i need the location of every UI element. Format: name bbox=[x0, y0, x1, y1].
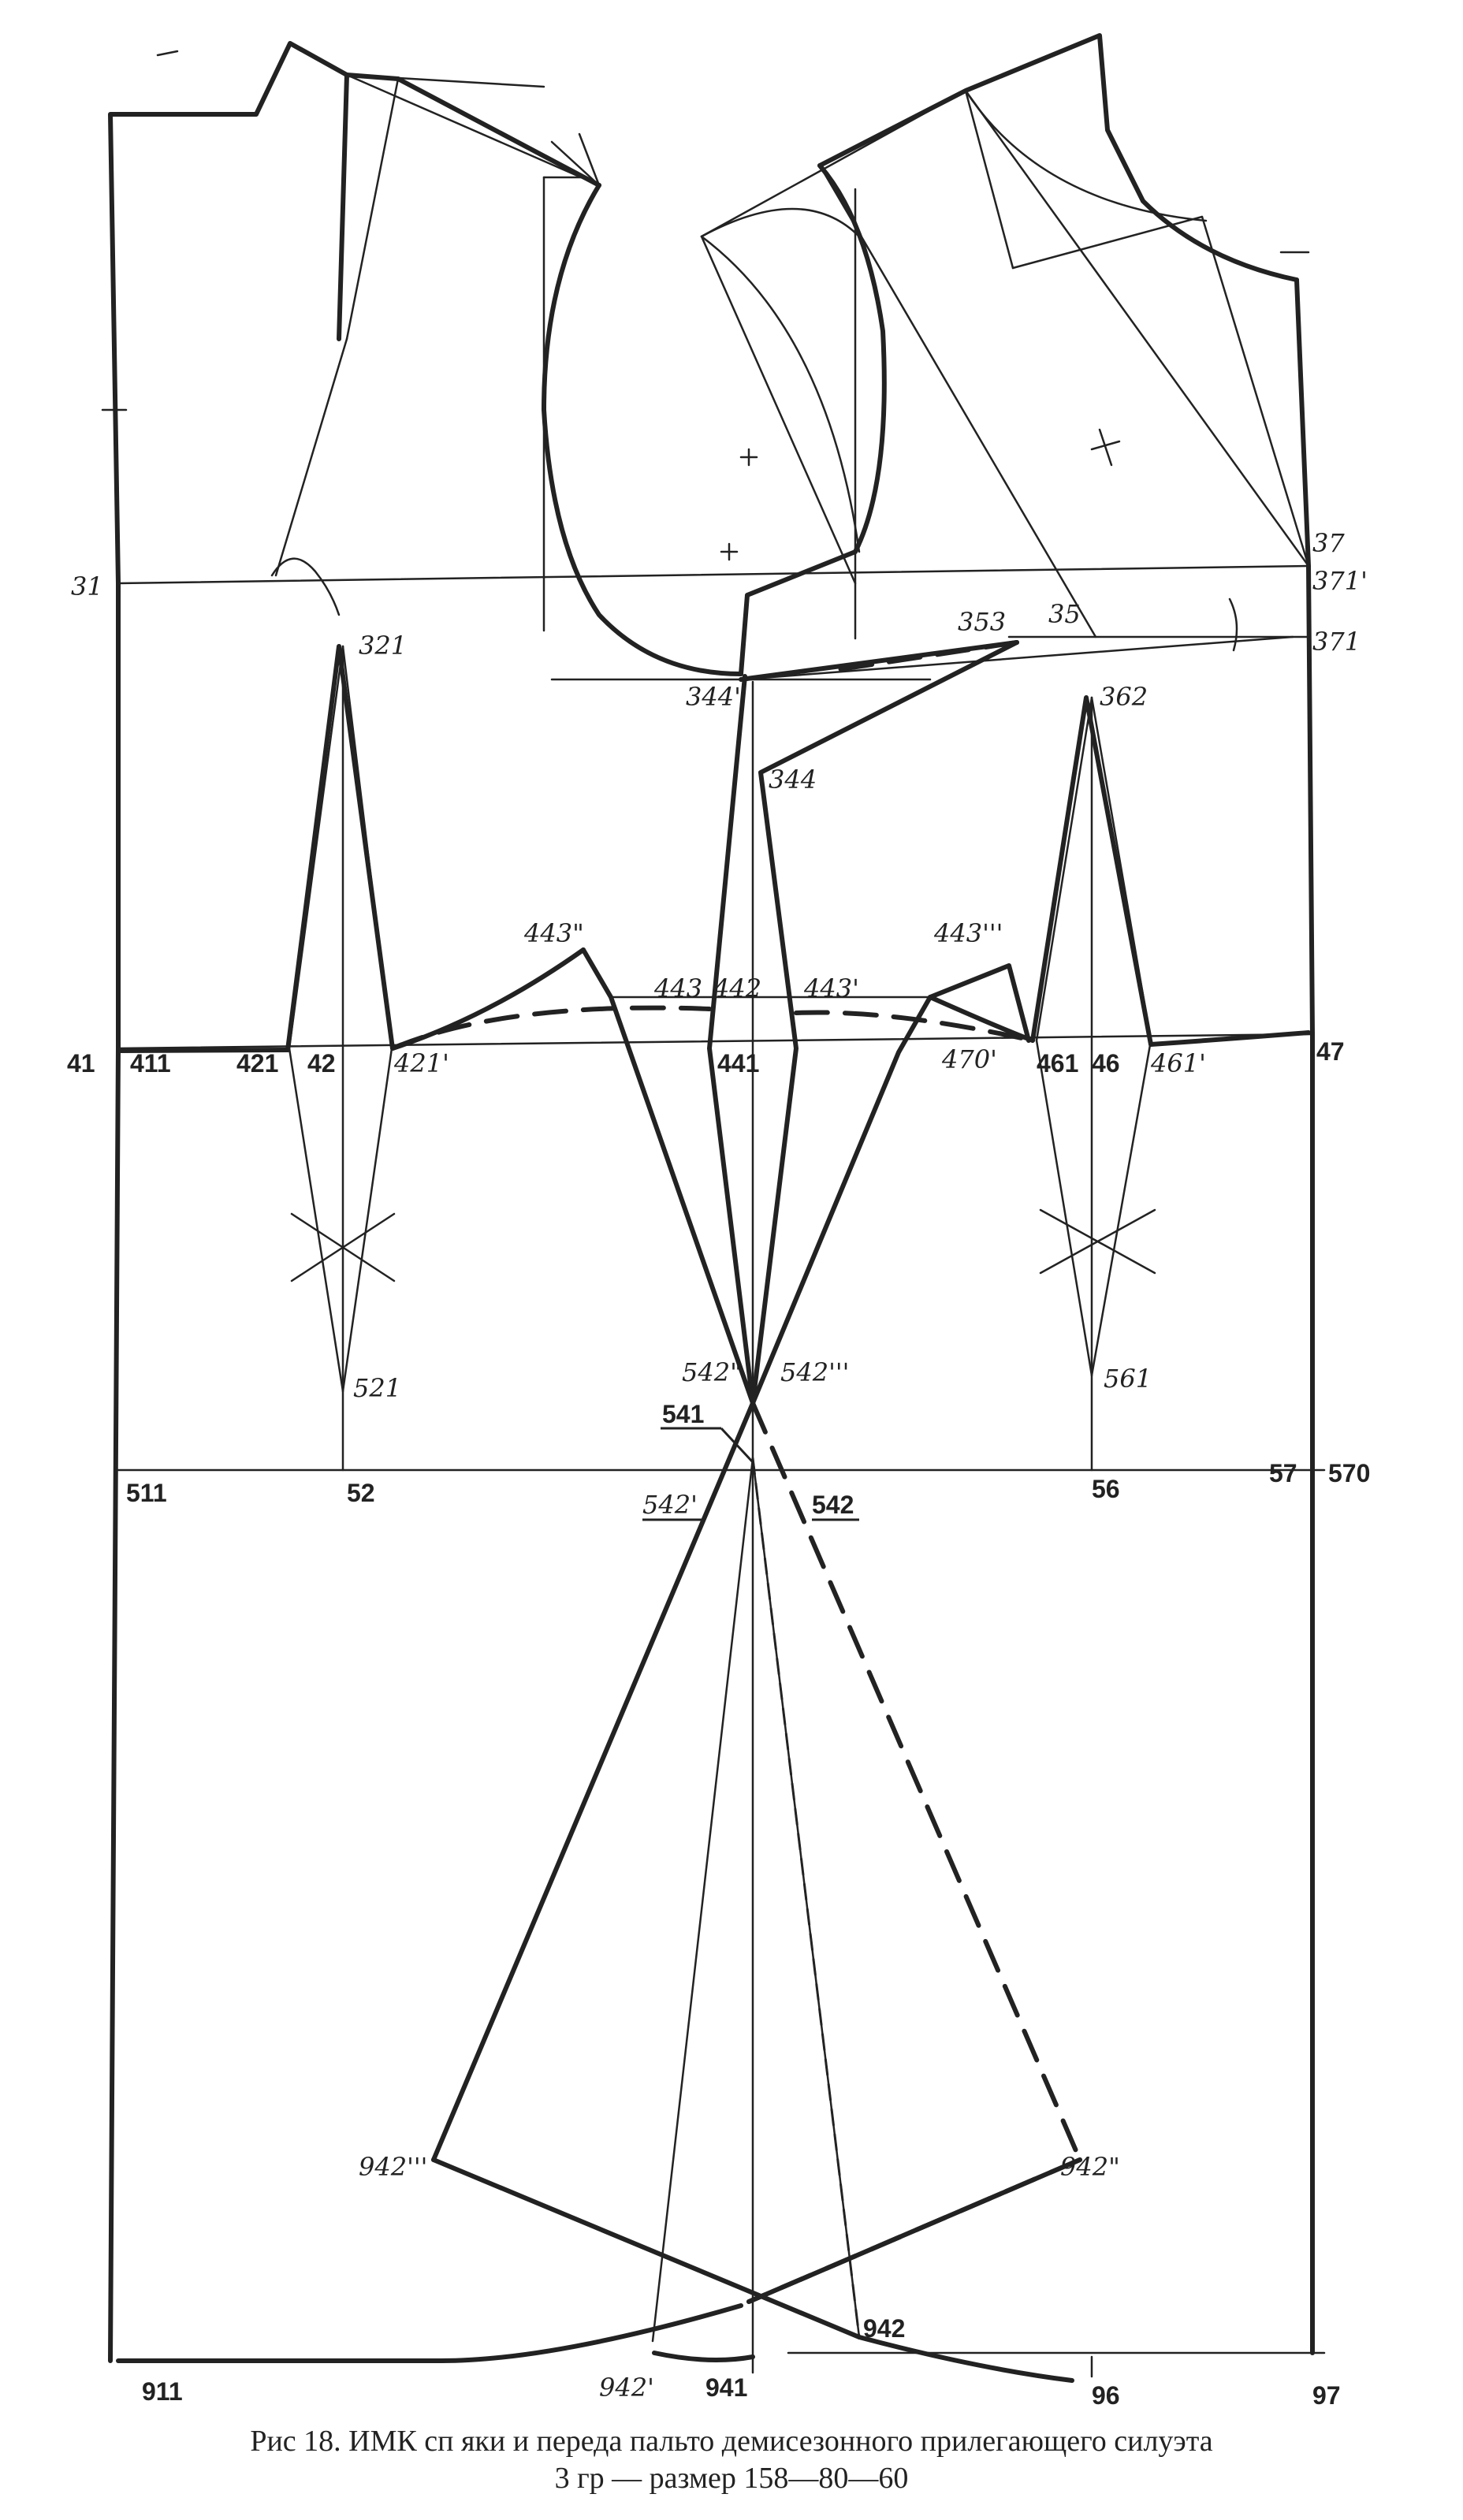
label-362: 362 bbox=[1100, 682, 1148, 712]
label-942ppp: 942''' bbox=[359, 2152, 427, 2182]
label-52: 52 bbox=[347, 1479, 375, 1507]
label-941: 941 bbox=[705, 2373, 747, 2402]
label-371: 371 bbox=[1312, 627, 1361, 657]
label-911: 911 bbox=[142, 2377, 183, 2406]
label-35: 35 bbox=[1048, 599, 1081, 629]
label-570: 570 bbox=[1328, 1459, 1370, 1487]
label-542p: 542' bbox=[642, 1490, 698, 1520]
label-411: 411 bbox=[130, 1049, 171, 1078]
label-461p: 461' bbox=[1150, 1048, 1206, 1078]
label-542ppp: 542''' bbox=[780, 1357, 849, 1387]
label-344: 344 bbox=[769, 765, 817, 795]
label-42: 42 bbox=[307, 1049, 336, 1078]
label-421p: 421' bbox=[393, 1048, 449, 1078]
label-421: 421 bbox=[236, 1049, 278, 1078]
label-443p: 443' bbox=[803, 973, 859, 1003]
label-353: 353 bbox=[958, 607, 1006, 637]
label-942pp: 942" bbox=[1060, 2152, 1120, 2182]
label-321: 321 bbox=[359, 631, 407, 661]
label-46: 46 bbox=[1092, 1049, 1120, 1078]
label-31: 31 bbox=[71, 571, 103, 601]
armhole-curve bbox=[542, 183, 743, 676]
label-541: 541 bbox=[662, 1400, 704, 1428]
label-511: 511 bbox=[126, 1479, 167, 1507]
label-942: 942 bbox=[863, 2314, 905, 2343]
label-41: 41 bbox=[67, 1049, 95, 1078]
label-521: 521 bbox=[353, 1373, 401, 1403]
label-542pp: 542" bbox=[682, 1357, 742, 1387]
pattern-outline bbox=[108, 33, 1315, 2383]
label-461: 461 bbox=[1037, 1049, 1078, 1078]
construction-lines bbox=[117, 73, 1326, 2374]
label-443pp: 443" bbox=[523, 918, 584, 948]
label-942p: 942' bbox=[599, 2373, 654, 2403]
figure-caption-size: 3 гр — размер 158—80—60 bbox=[554, 2462, 909, 2495]
label-97: 97 bbox=[1312, 2381, 1341, 2410]
label-56: 56 bbox=[1092, 1475, 1120, 1503]
label-470p: 470' bbox=[941, 1044, 997, 1074]
back-center-line bbox=[108, 41, 349, 2363]
figure-caption: Рис 18. ИМК сп яки и переда пальто демис… bbox=[250, 2425, 1213, 2458]
point-labels: 31 37 371' 371 321 353 35 344' 344 362 4… bbox=[67, 528, 1370, 2410]
label-561: 561 bbox=[1104, 1364, 1152, 1394]
dashed-lines bbox=[390, 640, 1082, 2304]
chest-line bbox=[117, 564, 1310, 585]
label-542: 542 bbox=[812, 1491, 854, 1519]
label-371p: 371' bbox=[1312, 566, 1368, 596]
label-344p: 344' bbox=[686, 682, 741, 712]
label-37: 37 bbox=[1312, 528, 1345, 558]
label-47: 47 bbox=[1316, 1037, 1345, 1066]
label-441: 441 bbox=[717, 1049, 759, 1078]
label-443ppp: 443''' bbox=[933, 918, 1003, 948]
label-443: 443 bbox=[653, 973, 702, 1003]
front-armhole-curve bbox=[817, 163, 887, 554]
label-96: 96 bbox=[1092, 2381, 1120, 2410]
label-57: 57 bbox=[1269, 1459, 1297, 1487]
waist-line bbox=[117, 1033, 1314, 1050]
label-442: 442 bbox=[713, 973, 761, 1003]
